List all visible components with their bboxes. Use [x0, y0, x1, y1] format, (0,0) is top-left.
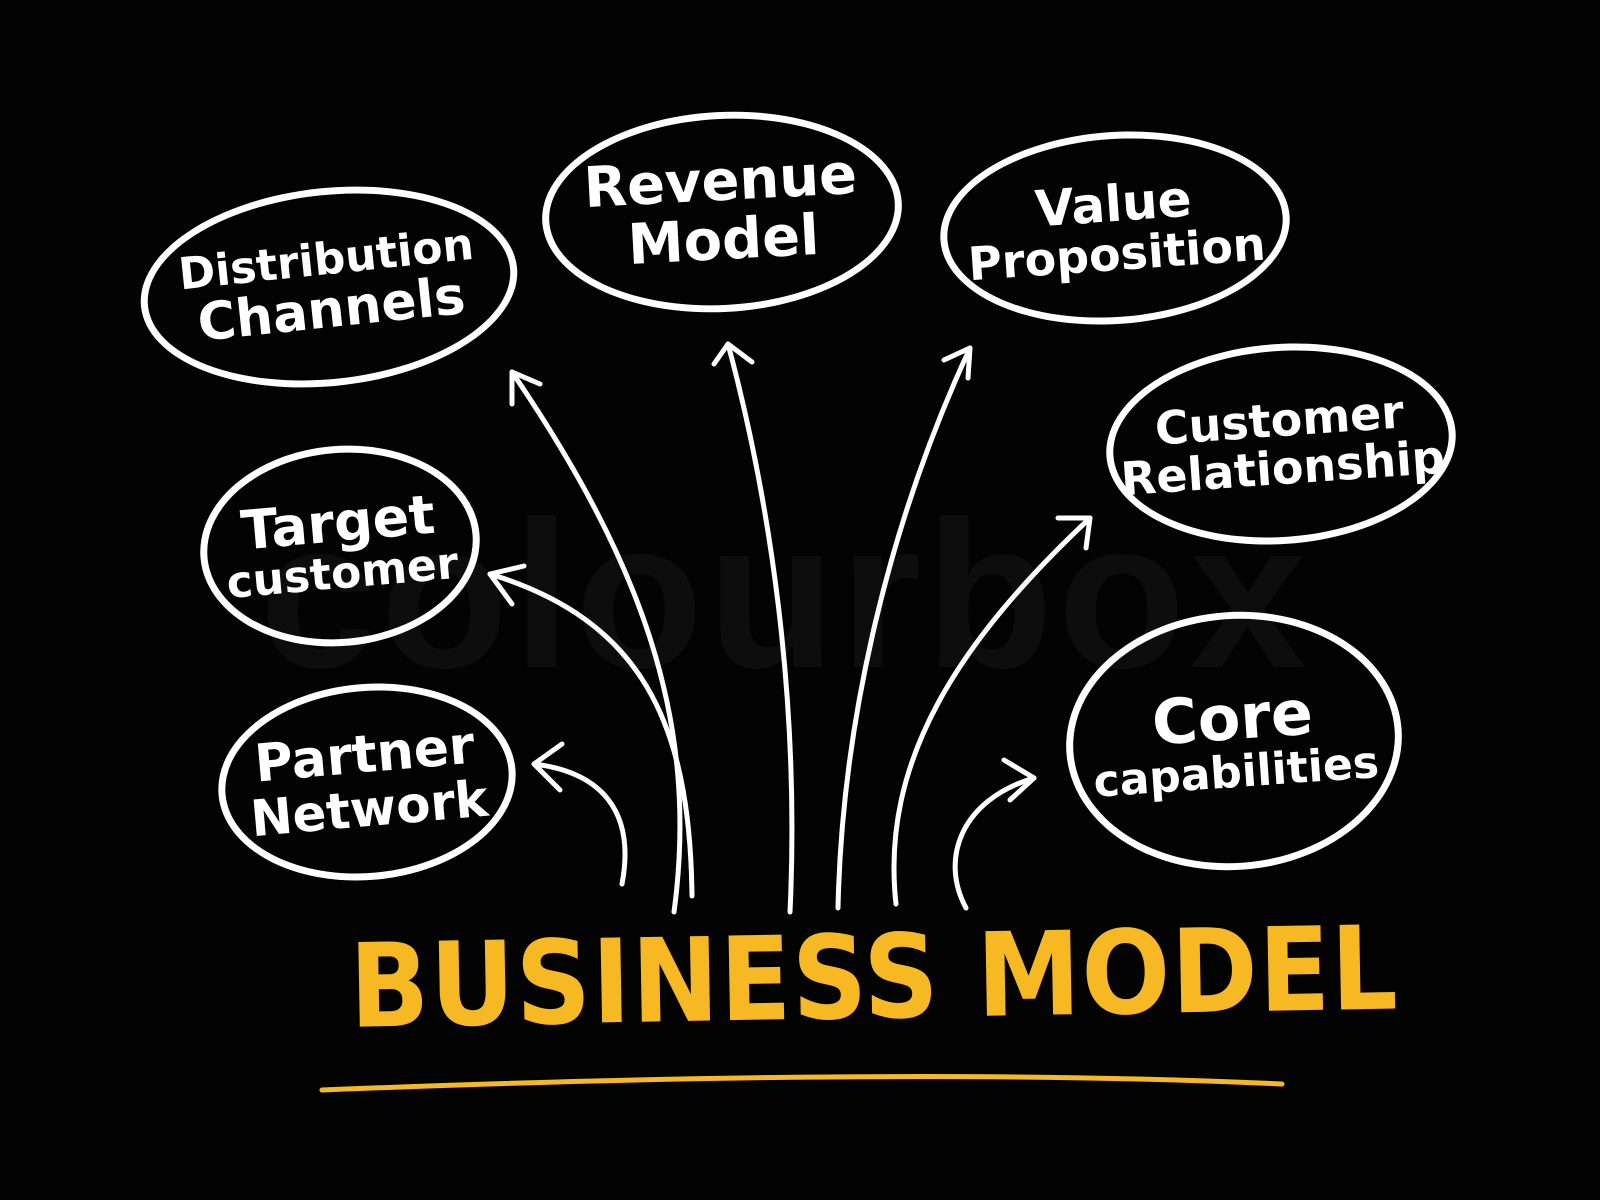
- arrowhead-value-proposition: [941, 345, 973, 381]
- arrow-to-customer-relationship: [891, 515, 1093, 907]
- arrowhead-distribution-channels: [509, 369, 543, 407]
- arrowhead-customer-relationship: [1055, 515, 1093, 551]
- arrow-to-value-proposition: [835, 345, 973, 911]
- arrow-to-core-capabilities: [952, 775, 1037, 911]
- arrow-to-target-customer: [487, 571, 695, 899]
- arrowhead-target-customer: [487, 563, 527, 607]
- arrow-to-partner-network: [531, 761, 628, 887]
- arrowhead-revenue-model: [711, 341, 755, 367]
- arrow-to-revenue-model: [725, 341, 795, 915]
- arrowhead-partner-network: [531, 741, 565, 793]
- arrowhead-core-capabilities: [1001, 757, 1037, 803]
- arrow-to-distribution-channels: [509, 369, 683, 915]
